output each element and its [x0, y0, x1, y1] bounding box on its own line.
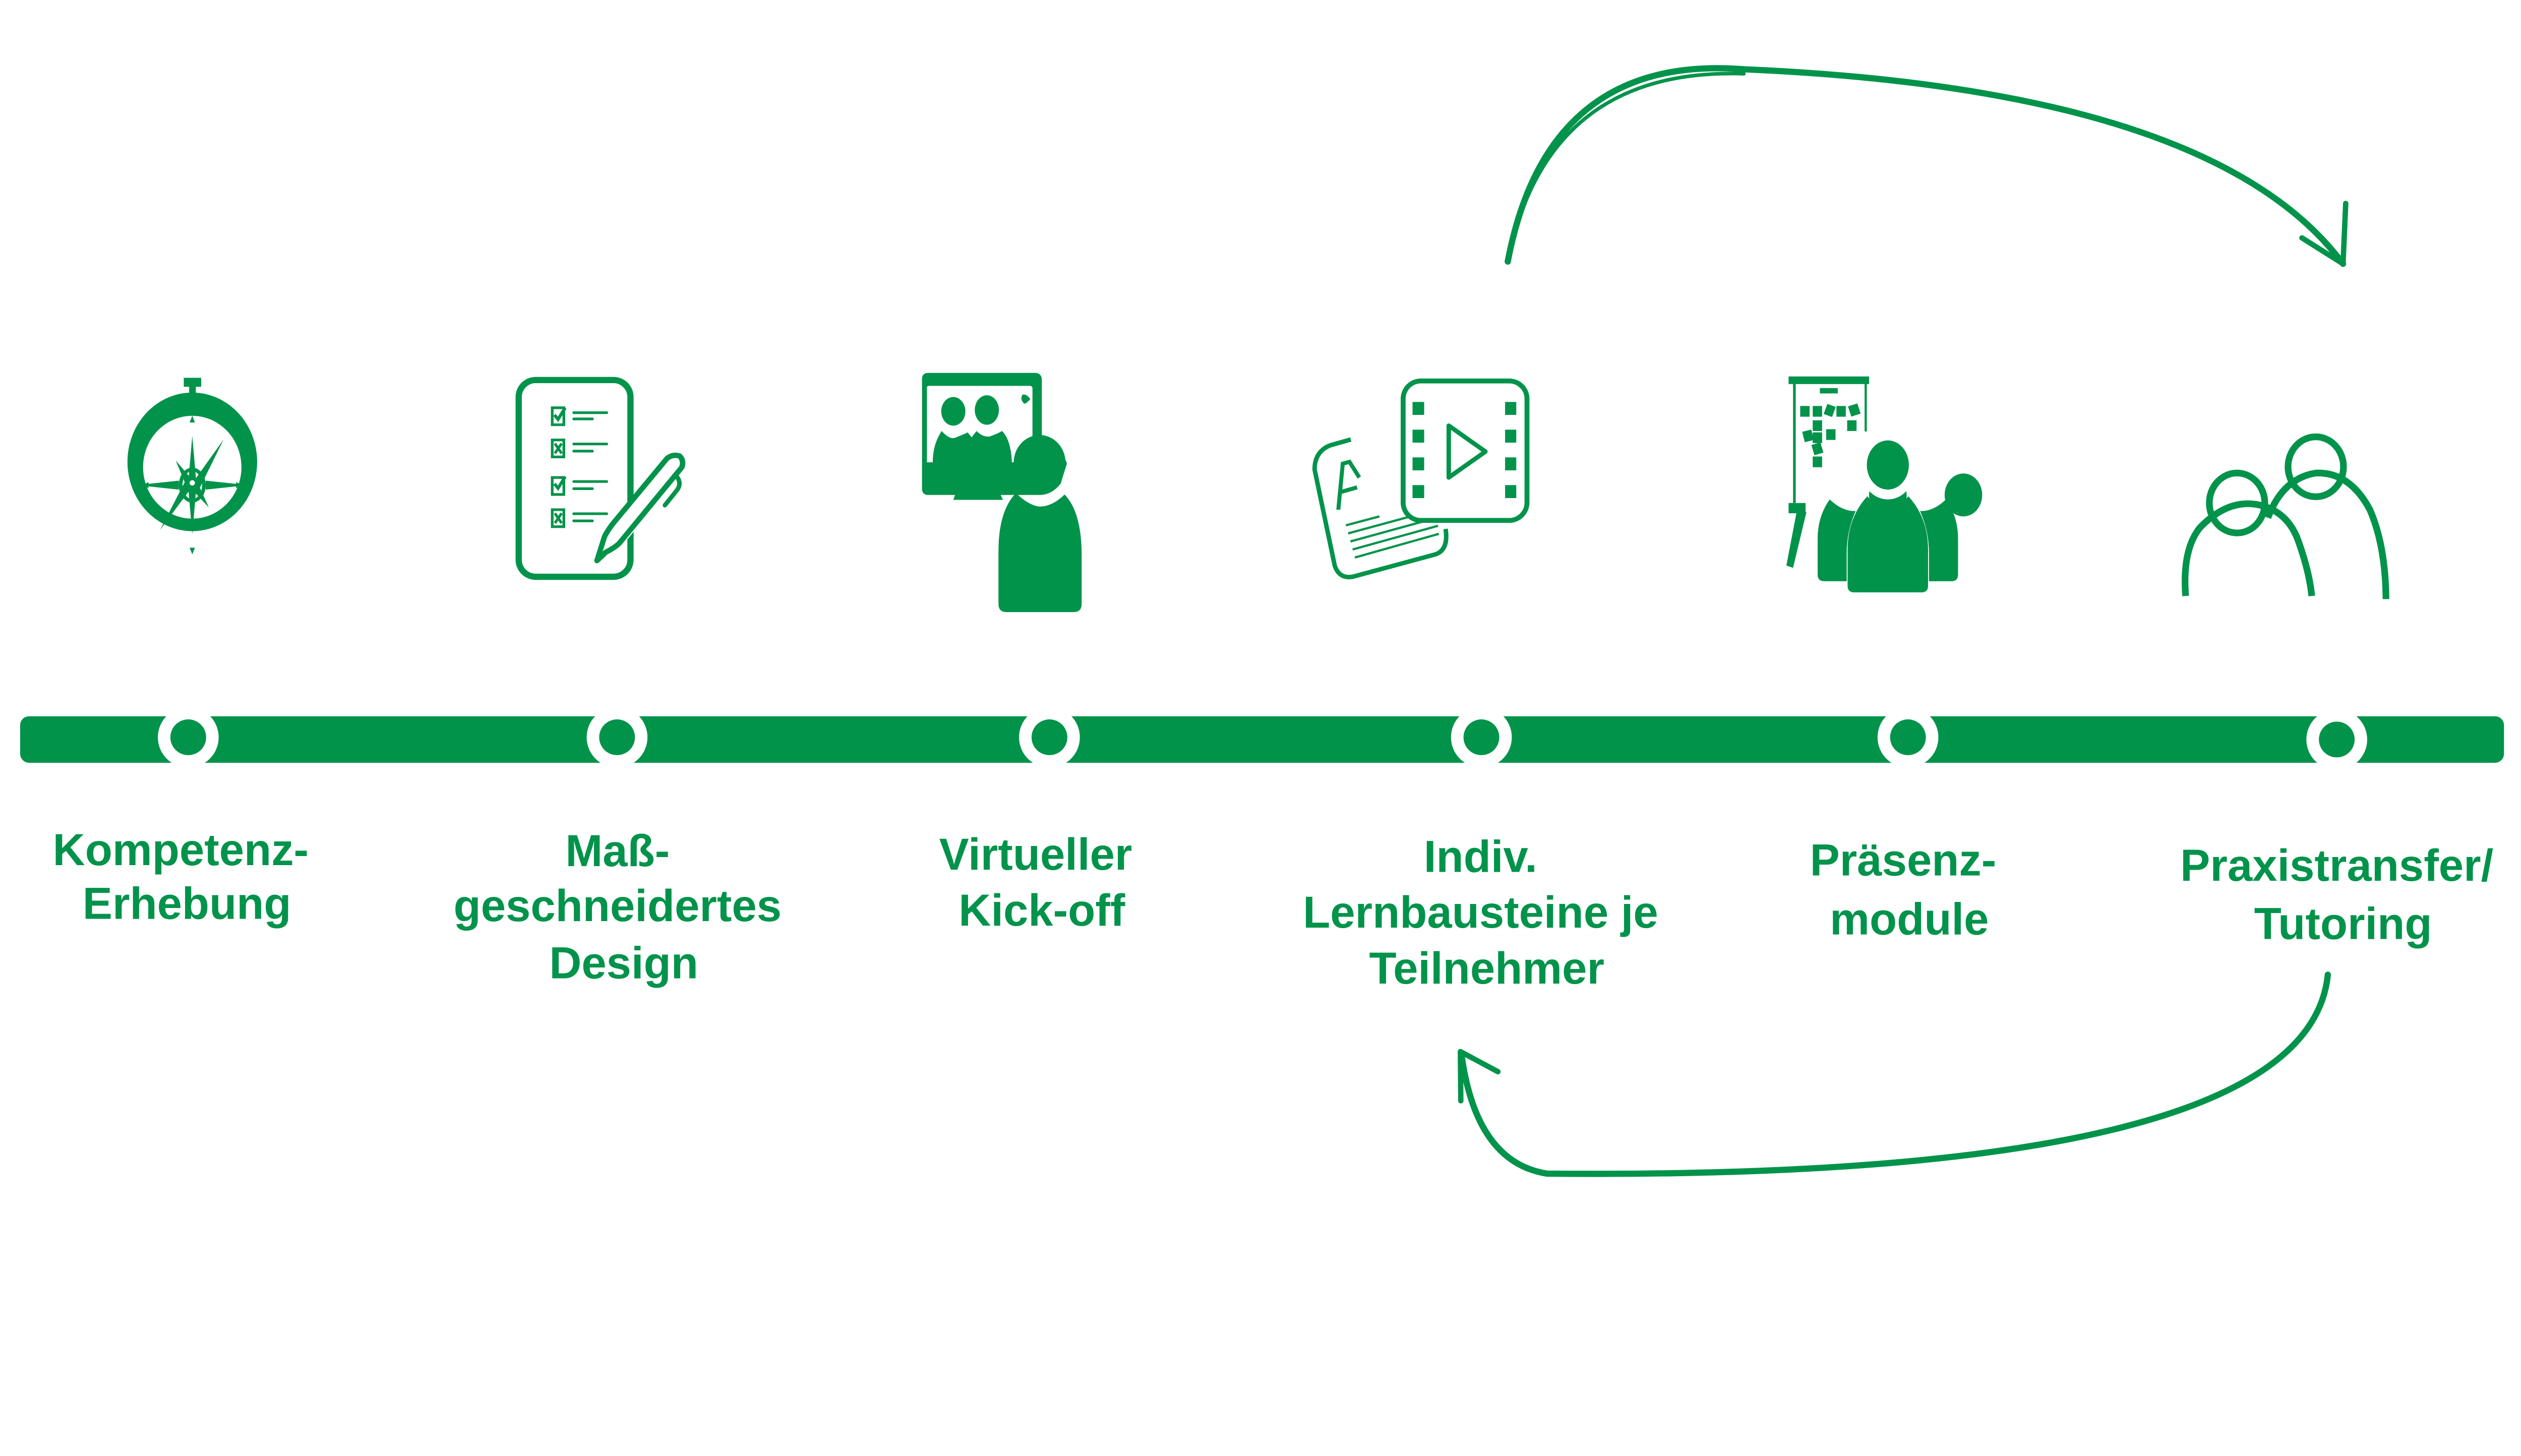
step-label-4: Indiv. Lernbausteine je Teilnehmer — [1303, 831, 1670, 993]
step-marker-3 — [1019, 707, 1080, 768]
checkbox-checked-icon — [551, 475, 567, 496]
cycle-arrow-forward — [1505, 65, 2349, 267]
timeline-markers — [158, 707, 2367, 770]
compass-icon — [127, 378, 257, 555]
arrowhead-icon — [2299, 201, 2349, 267]
checkbox-crossed-icon — [551, 508, 565, 528]
timeline-bar — [20, 716, 2504, 763]
step-label-2: Maß- geschneidertes Design — [454, 826, 794, 988]
process-timeline-diagram: Kompetenz- Erhebung Maß- geschneidertes … — [20, 65, 2506, 1177]
video-conference-icon — [922, 373, 1082, 613]
video-document-icon — [1312, 378, 1530, 580]
step-label-3: Virtueller Kick-off — [939, 829, 1145, 935]
step-marker-4 — [1451, 707, 1512, 768]
cycle-arrow-back — [1458, 972, 2331, 1177]
checkbox-crossed-icon — [551, 438, 565, 459]
two-people-icon — [2182, 433, 2389, 599]
step-marker-6 — [2306, 709, 2367, 770]
step-label-1: Kompetenz- Erhebung — [53, 825, 321, 928]
step-label-6: Praxistransfer/ Tutoring — [2180, 840, 2506, 948]
step-marker-2 — [586, 707, 648, 768]
step-label-5: Präsenz- module — [1810, 835, 2009, 944]
step-marker-5 — [1877, 707, 1939, 768]
step-marker-1 — [158, 707, 219, 768]
checkbox-checked-icon — [551, 406, 567, 427]
pen-icon — [594, 452, 686, 564]
diagram-canvas: Kompetenz- Erhebung Maß- geschneidertes … — [20, 65, 2506, 1177]
group-flipchart-icon — [1786, 376, 1983, 593]
checklist-pen-icon — [515, 377, 686, 580]
